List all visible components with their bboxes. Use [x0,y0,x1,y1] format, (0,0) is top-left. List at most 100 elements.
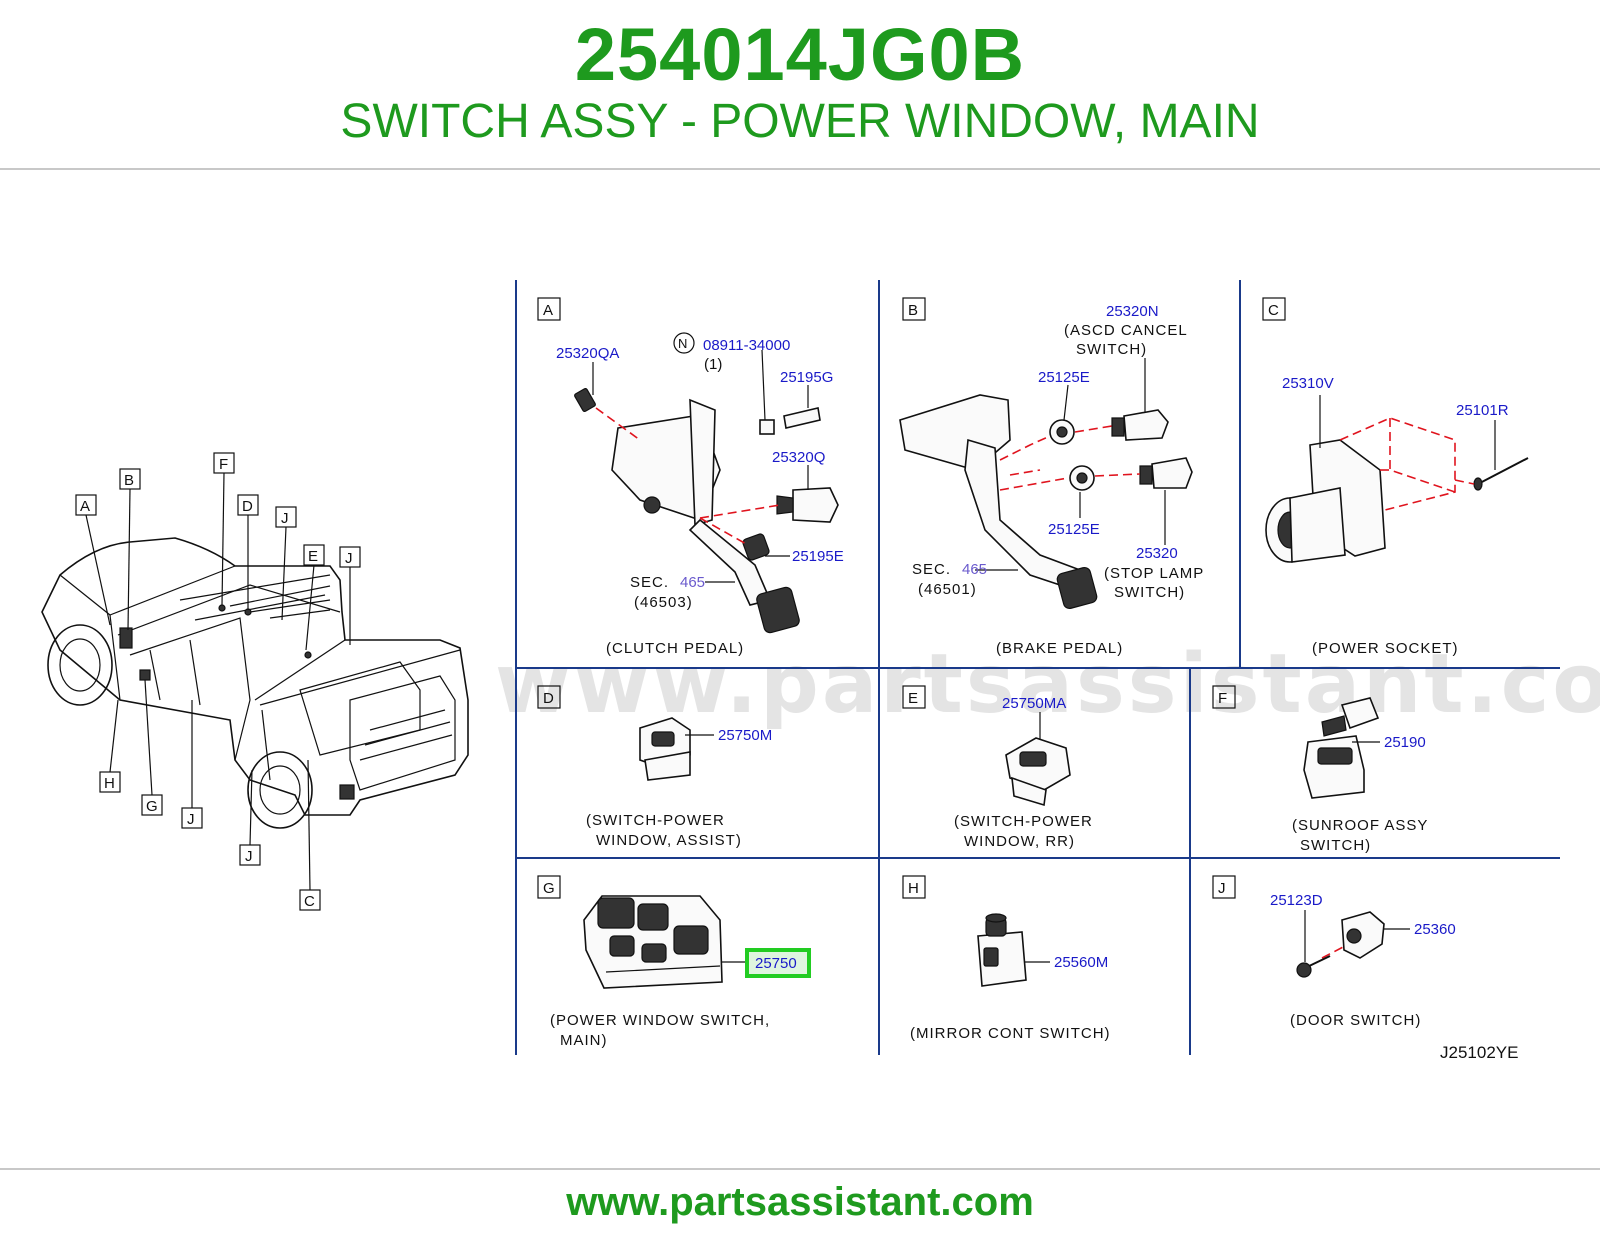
panel-b-sec-sub: (46501) [918,581,977,598]
panel-a-caption: (CLUTCH PEDAL) [606,640,744,657]
watermark-text: www.partsassistant.com [495,637,1600,732]
panel-f-label-25190: 25190 [1384,734,1426,751]
panel-b-desc-stop-1: (STOP LAMP [1104,565,1204,582]
callout-h: H [99,699,121,793]
panel-a-label-25195e: 25195E [792,548,844,565]
panel-e-letter: E [908,690,918,707]
panel-a-label-08911: 08911-34000 [703,337,790,354]
panel-g: G 25750 (POWER WINDOW SWITCH, MAIN) [537,875,811,1049]
panel-e-label-25750ma: 25750MA [1002,695,1066,712]
panel-e-letter-box [902,685,926,709]
panel-b-label-25320: 25320 [1136,545,1178,562]
svg-text:G: G [146,798,158,815]
panel-g-letter-box [537,875,561,899]
callout-a: A [75,494,111,626]
panel-d-letter-box [537,685,561,709]
panel-f-caption-2: SWITCH) [1300,837,1371,854]
panel-e-caption-2: WINDOW, RR) [964,833,1075,850]
svg-text:C: C [304,893,315,910]
vehicle-illustration [41,537,469,829]
panel-c-letter: C [1268,302,1279,319]
callout-d: D [237,494,259,610]
panel-a-label-25320q: 25320Q [772,449,825,466]
panel-b-label-25125e-bottom: 25125E [1048,521,1100,538]
svg-text:J: J [187,811,195,828]
panel-b-letter: B [908,302,918,319]
panel-a-label-qty: (1) [704,356,722,373]
panel-g-highlight-box [745,948,811,978]
panel-g-label-25750: 25750 [755,955,797,972]
panel-a-label-25320qa: 25320QA [556,345,619,362]
callout-j-3: J [181,700,203,829]
callout-c: C [299,759,321,911]
panel-a-label-25195g: 25195G [780,369,833,386]
header-divider [0,168,1600,170]
panel-g-letter: G [543,880,555,897]
panel-b-label-25125e-top: 25125E [1038,369,1090,386]
panel-e-caption-1: (SWITCH-POWER [954,813,1093,830]
part-number-title: 254014JG0B [574,13,1026,96]
panel-d-letter: D [543,690,554,707]
panel-j: J 25123D 25360 (DOOR SWITCH) [1212,875,1456,1029]
svg-text:E: E [308,548,318,565]
panel-c-label-25101r: 25101R [1456,402,1509,419]
callout-g: G [141,679,163,816]
svg-text:J: J [281,510,289,527]
svg-text:B: B [124,472,134,489]
svg-text:J: J [345,550,353,567]
panel-b-letter-box [902,297,926,321]
svg-text:H: H [104,775,115,792]
callout-f: F [213,452,235,606]
panel-b: B 25320N (ASCD CANCEL SWITCH) 25125E 251… [899,297,1204,657]
panel-grid [515,280,1560,1055]
panel-e: E 25750MA (SWITCH-POWER WINDOW, RR) [902,685,1093,850]
callout-e: E [303,544,325,651]
panel-h-label-25560m: 25560M [1054,954,1108,971]
panel-j-label-25123d: 25123D [1270,892,1323,909]
callout-j-4: J [239,769,261,866]
footer-divider [0,1168,1600,1170]
panel-f-caption-1: (SUNROOF ASSY [1292,817,1428,834]
panel-c: C 25310V 25101R (POWER SOCKET) [1262,297,1529,657]
footer-url[interactable]: www.partsassistant.com [566,1180,1034,1224]
panel-a-letter: A [543,302,553,319]
callout-j-1: J [275,506,297,621]
callout-b: B [119,468,141,631]
panel-c-caption: (POWER SOCKET) [1312,640,1459,657]
panel-a-sec: SEC. [630,574,669,591]
panel-d-label-25750m: 25750M [718,727,772,744]
panel-j-caption: (DOOR SWITCH) [1290,1012,1421,1029]
panel-j-letter-box [1212,875,1236,899]
panel-c-label-25310v: 25310V [1282,375,1334,392]
panel-b-desc-ascd-2: SWITCH) [1076,341,1147,358]
panel-f: F 25190 (SUNROOF ASSY SWITCH) [1212,685,1428,854]
panel-a-letter-box [537,297,561,321]
svg-text:D: D [242,498,253,515]
svg-text:A: A [80,498,90,515]
panel-a-n-marker: N [678,336,687,351]
callout-j-2: J [339,546,361,645]
svg-text:F: F [219,456,228,473]
panel-b-caption: (BRAKE PEDAL) [996,640,1123,657]
panel-c-letter-box [1262,297,1286,321]
part-description-title: SWITCH ASSY - POWER WINDOW, MAIN [340,95,1260,148]
panel-g-caption-1: (POWER WINDOW SWITCH, [550,1012,770,1029]
panel-b-desc-ascd-1: (ASCD CANCEL [1064,322,1188,339]
panel-a-sec-sub: (46503) [634,594,693,611]
panel-a-sec-num: 465 [680,574,705,591]
panel-d-caption-2: WINDOW, ASSIST) [596,832,742,849]
panel-d: D 25750M (SWITCH-POWER WINDOW, ASSIST) [537,685,772,849]
panel-b-label-25320n: 25320N [1106,303,1159,320]
panel-h-caption: (MIRROR CONT SWITCH) [910,1025,1111,1042]
panel-a: A N 25320QA 08911-34000 (1) 25195G 25320… [537,297,844,657]
diagram-code: J25102YE [1440,1043,1518,1062]
panel-h-letter-box [902,875,926,899]
panel-b-desc-stop-2: SWITCH) [1114,584,1185,601]
svg-text:J: J [245,848,253,865]
panel-f-letter-box [1212,685,1236,709]
panel-h-letter: H [908,880,919,897]
panel-f-letter: F [1218,690,1227,707]
panel-d-caption-1: (SWITCH-POWER [586,812,725,829]
panel-b-sec: SEC. [912,561,951,578]
panel-j-letter: J [1218,880,1226,897]
